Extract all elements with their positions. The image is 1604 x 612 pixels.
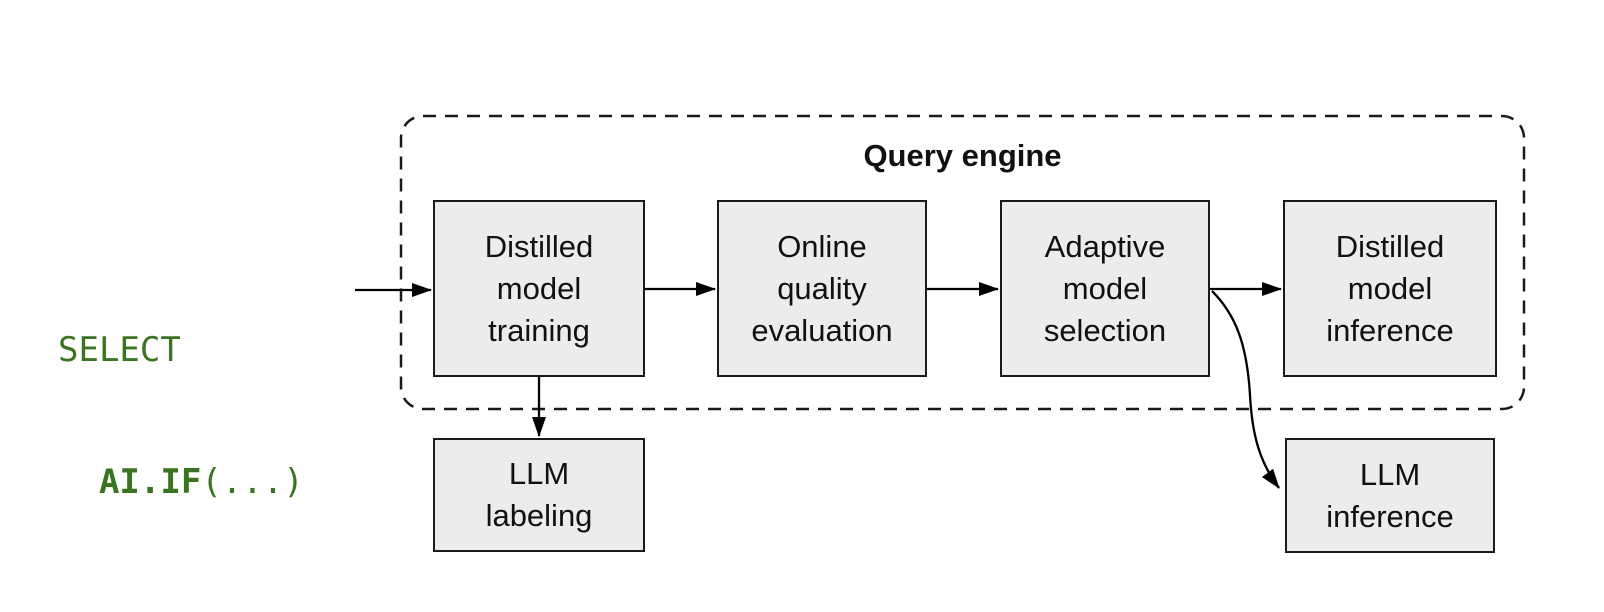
query-engine-title: Query engine — [863, 138, 1062, 173]
sql-function-args: (...) — [201, 462, 304, 502]
node-online-quality-evaluation: Online quality evaluation — [717, 200, 927, 377]
node-llm-labeling: LLM labeling — [433, 438, 645, 552]
sql-code-line-2: AI.IF(...) — [58, 460, 304, 504]
node-adaptive-model-selection: Adaptive model selection — [1000, 200, 1210, 377]
sql-code-snippet: SELECT AI.IF(...) — [58, 240, 304, 592]
node-distilled-model-training: Distilled model training — [433, 200, 645, 377]
sql-code-line-1: SELECT — [58, 330, 181, 370]
node-distilled-model-inference: Distilled model inference — [1283, 200, 1497, 377]
node-llm-inference: LLM inference — [1285, 438, 1495, 553]
sql-function-name: AI.IF — [98, 462, 202, 502]
arrow-selection-to-llm-inference — [1211, 290, 1280, 489]
query-engine-boundary — [399, 114, 1526, 411]
